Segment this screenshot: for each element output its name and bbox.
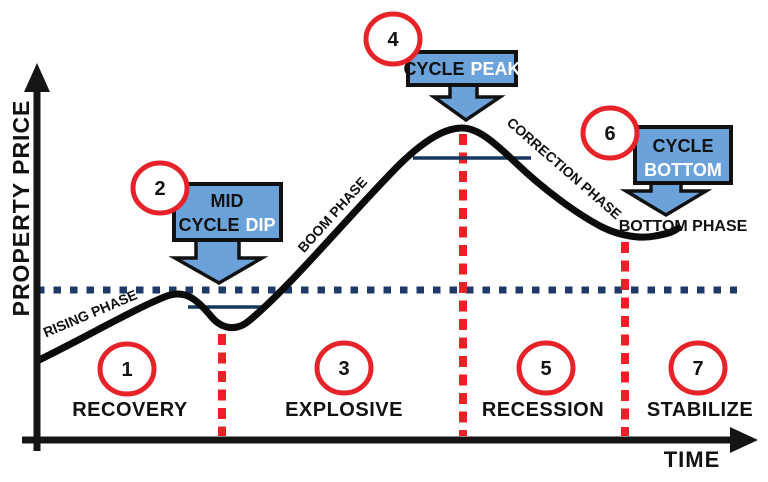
- down-arrow-icon: [428, 80, 506, 123]
- stage-5-number: 5: [540, 358, 551, 380]
- y-axis-label: PROPERTY PRICE: [8, 100, 34, 317]
- cycle-peak-box: [406, 50, 518, 87]
- mid-cycle-dip-callout: MID CYCLE DIP: [168, 182, 283, 286]
- stage-2-number: 2: [154, 178, 165, 200]
- down-arrow-icon: [168, 236, 269, 286]
- stage-marker-1: 1: [97, 341, 157, 397]
- price-curve: [33, 124, 682, 365]
- stage-4-circle-icon: [363, 11, 423, 67]
- stage-2-circle-icon: [130, 160, 190, 216]
- stage-marker-2: 2: [130, 160, 190, 216]
- cycle-peak-white: PEAK: [471, 59, 521, 79]
- cycle-bottom-box: [633, 125, 733, 185]
- stage-marker-3: 3: [314, 340, 374, 396]
- stage-marker-7: 7: [668, 340, 728, 396]
- x-axis-arrow-icon: [730, 427, 758, 453]
- boom-phase-label: BOOM PHASE: [294, 174, 370, 256]
- stage-6-circle-icon: [580, 105, 640, 161]
- stage-1-circle-icon: [97, 341, 157, 397]
- stage-7-circle-icon: [668, 340, 728, 396]
- down-arrow-icon: [619, 180, 713, 218]
- stage-marker-4: 4: [363, 11, 423, 67]
- stage-marker-5: 5: [516, 340, 576, 396]
- stage-5-circle-icon: [516, 340, 576, 396]
- stage-label-stabilize: STABILIZE: [647, 399, 753, 421]
- mid-cycle-dip-line2: CYCLE DIP: [178, 215, 275, 235]
- stage-4-number: 4: [387, 29, 399, 51]
- stage-7-number: 7: [692, 358, 703, 380]
- mid-cycle-dip-line2-black: CYCLE: [178, 215, 239, 235]
- mid-cycle-dip-box: [172, 182, 283, 242]
- bottom-phase-label: BOTTOM PHASE: [619, 218, 748, 235]
- stage-label-recession: RECESSION: [482, 399, 604, 421]
- y-axis-arrow-icon: [24, 63, 50, 92]
- cycle-bottom-line2: BOTTOM: [644, 160, 722, 180]
- mid-cycle-dip-line2-white: DIP: [246, 215, 276, 235]
- cycle-bottom-callout: CYCLE BOTTOM: [619, 125, 733, 218]
- cycle-peak-black: CYCLE: [403, 59, 464, 79]
- stage-1-number: 1: [121, 359, 132, 381]
- stage-3-number: 3: [338, 358, 349, 380]
- cycle-bottom-line1: CYCLE: [652, 136, 713, 156]
- stage-label-explosive: EXPLOSIVE: [285, 399, 403, 421]
- stage-marker-6: 6: [580, 105, 640, 161]
- stage-6-number: 6: [604, 123, 615, 145]
- cycle-peak-callout: CYCLE PEAK: [403, 50, 521, 123]
- cycle-peak-line: CYCLE PEAK: [403, 59, 520, 79]
- mid-cycle-dip-line1: MID: [211, 191, 244, 211]
- x-axis-label: TIME: [664, 447, 721, 472]
- stage-label-recovery: RECOVERY: [72, 399, 188, 421]
- stage-3-circle-icon: [314, 340, 374, 396]
